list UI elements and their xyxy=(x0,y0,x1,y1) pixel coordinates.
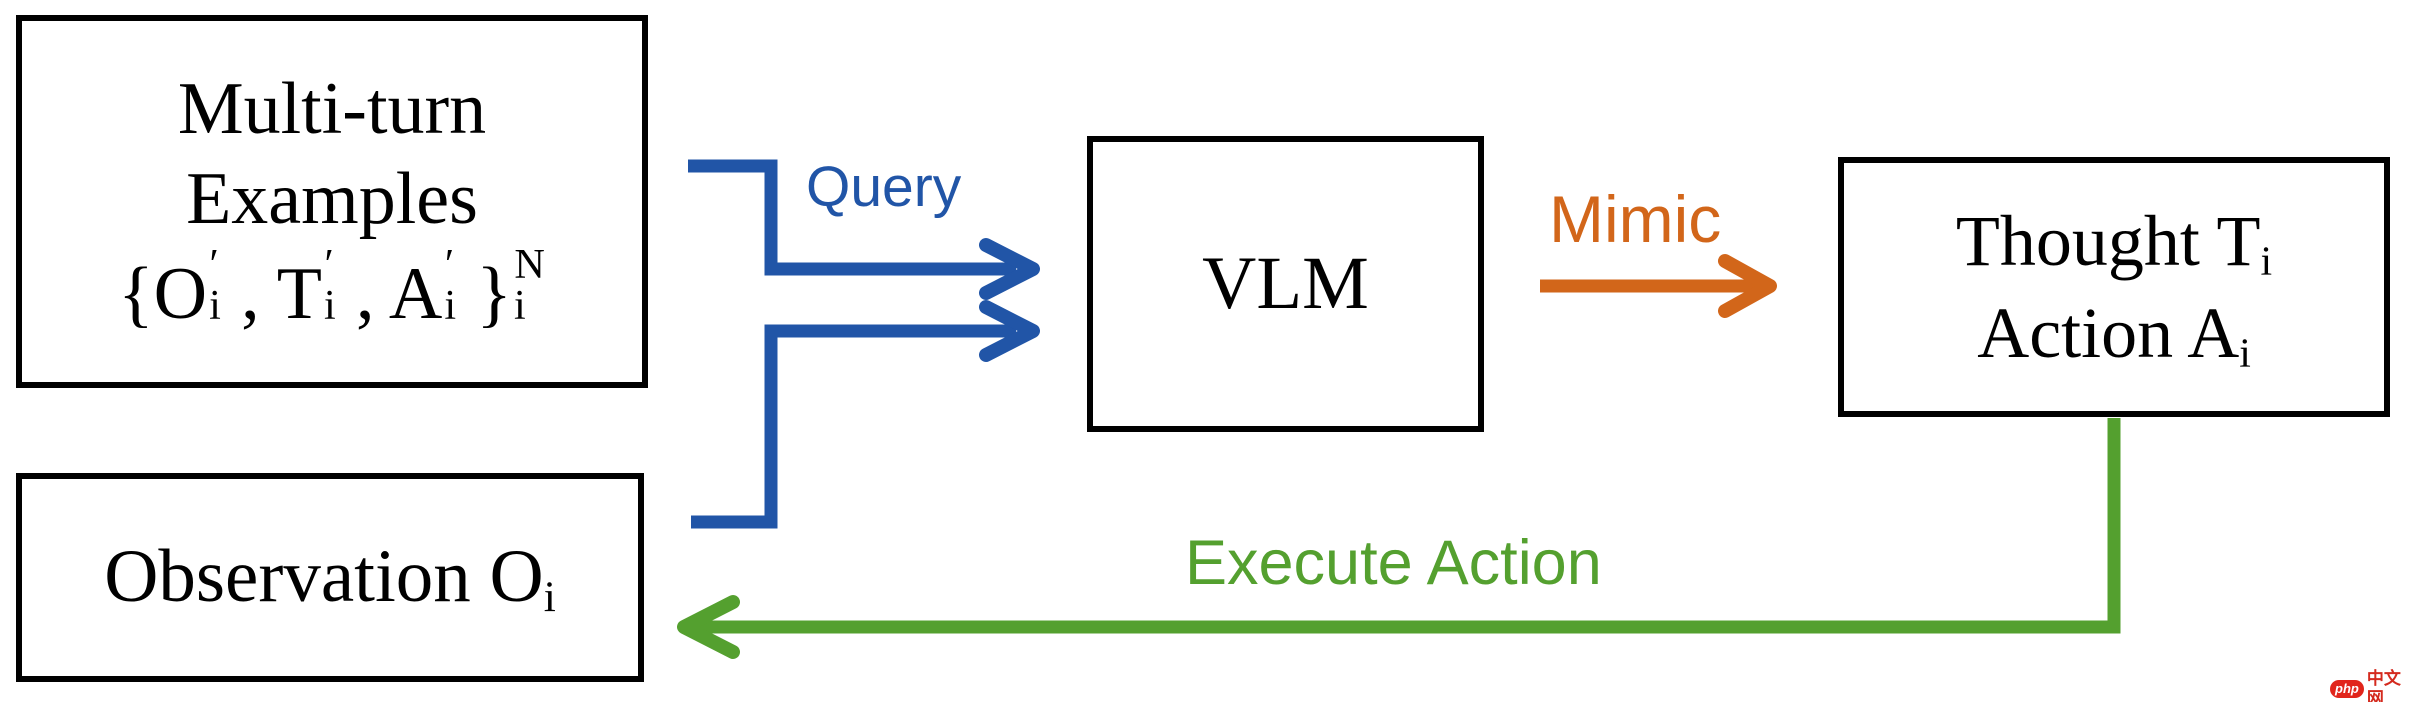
thought-box: Thought Ti Action Ai xyxy=(1838,157,2390,417)
vlm-label: VLM xyxy=(1202,241,1369,325)
formula-term: , T′i xyxy=(241,241,336,335)
vlm-box: VLM xyxy=(1087,136,1484,432)
subscript-i: i xyxy=(2260,238,2273,285)
observation-label: Observation Oi xyxy=(104,535,556,622)
query-arrow-bottom-head xyxy=(979,300,1040,362)
examples-line2: Examples xyxy=(186,158,478,240)
formula-term: , A′i xyxy=(355,241,457,335)
execute-arrow-shaft xyxy=(697,418,2121,634)
thought-line2: Action Ai xyxy=(1977,293,2251,377)
query-arrow-bottom-shaft xyxy=(691,324,1016,529)
query-label: Query xyxy=(806,155,962,219)
watermark: php 中文网 xyxy=(2330,669,2412,702)
observation-box: Observation Oi xyxy=(16,473,644,682)
watermark-text: 中文网 xyxy=(2366,669,2401,702)
query-arrow-top-head xyxy=(979,238,1040,300)
query-arrow-top-shaft xyxy=(688,159,1016,276)
execute-arrow-head xyxy=(677,595,740,659)
execute-action-label: Execute Action xyxy=(1185,528,1602,598)
formula-term: {O′i xyxy=(118,241,221,335)
subscript-i: i xyxy=(543,573,556,622)
mimic-label: Mimic xyxy=(1549,182,1722,256)
thought-line1: Thought Ti xyxy=(1955,201,2273,285)
examples-line1: Multi-turn xyxy=(177,68,487,150)
subscript-i: i xyxy=(2239,330,2251,377)
watermark-php-badge: php xyxy=(2330,680,2364,698)
mimic-arrow-head xyxy=(1718,254,1777,318)
